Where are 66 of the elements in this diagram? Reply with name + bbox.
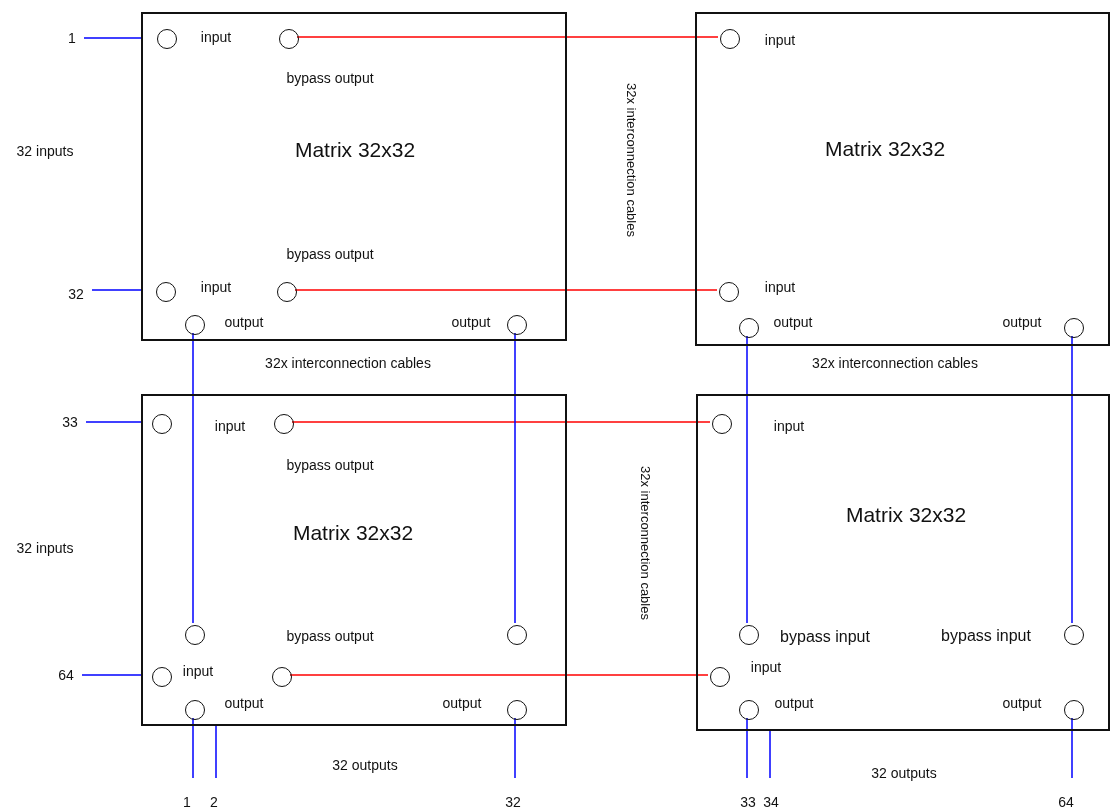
cable-line (192, 332, 194, 624)
port-label: input (200, 277, 232, 297)
matrix-box (141, 12, 567, 341)
cable-line (91, 289, 142, 291)
channel-number: 33 (736, 778, 760, 810)
cable-line (291, 421, 711, 423)
port-label: input (214, 416, 246, 436)
port-label: output (224, 693, 264, 713)
note-label: 32 outputs (871, 763, 937, 783)
channel-number: 64 (1054, 778, 1078, 810)
matrix-title: Matrix 32x32 (294, 137, 416, 164)
note-label: 32x interconnection cables (636, 466, 654, 620)
port-label: bypass output (286, 626, 374, 646)
port-label: bypass output (286, 455, 374, 475)
matrix-title: Matrix 32x32 (292, 520, 414, 547)
port-label: input (750, 657, 782, 677)
channel-number: 1 (60, 27, 84, 49)
matrix-box (141, 394, 567, 726)
matrix-title: Matrix 32x32 (824, 136, 946, 163)
note-label: 32 inputs (16, 141, 74, 161)
note-label: 32x interconnection cables (265, 353, 431, 373)
port-label: output (1002, 312, 1042, 332)
port-label: input (773, 416, 805, 436)
matrix-box (695, 12, 1110, 346)
cable-line (514, 332, 516, 624)
port-label: output (1002, 693, 1042, 713)
channel-number: 32 (60, 283, 92, 305)
port-label: bypass input (780, 627, 870, 647)
cable-line (215, 725, 217, 779)
port-label: bypass input (941, 626, 1031, 646)
note-label: 32 inputs (16, 538, 74, 558)
port-label: input (200, 27, 232, 47)
channel-number: 34 (759, 778, 783, 810)
cable-line (1071, 335, 1073, 624)
channel-number: 2 (206, 778, 222, 810)
channel-number: 32 (501, 778, 525, 810)
port-label: output (451, 312, 491, 332)
note-label: 32x interconnection cables (622, 83, 640, 237)
cable-line (83, 37, 142, 39)
cable-line (746, 335, 748, 624)
cable-line (746, 717, 748, 779)
port-label: output (774, 693, 814, 713)
cable-line (289, 674, 709, 676)
port-label: input (764, 277, 796, 297)
port-label: input (764, 30, 796, 50)
note-label: 32x interconnection cables (812, 353, 978, 373)
matrix-box (696, 394, 1110, 731)
cable-line (769, 730, 771, 779)
cable-line (514, 717, 516, 779)
cable-line (85, 421, 142, 423)
cable-line (296, 36, 719, 38)
cable-line (81, 674, 142, 676)
port-label: bypass output (286, 244, 374, 264)
port-label: input (182, 661, 214, 681)
channel-number: 33 (54, 411, 86, 433)
port-label: bypass output (286, 68, 374, 88)
port-label: output (442, 693, 482, 713)
port-label: output (773, 312, 813, 332)
channel-number: 64 (50, 664, 82, 686)
cable-line (192, 717, 194, 779)
channel-number: 1 (179, 778, 195, 810)
port-label: output (224, 312, 264, 332)
cable-line (1071, 717, 1073, 779)
note-label: 32 outputs (332, 755, 398, 775)
cable-line (294, 289, 718, 291)
matrix-title: Matrix 32x32 (845, 502, 967, 529)
